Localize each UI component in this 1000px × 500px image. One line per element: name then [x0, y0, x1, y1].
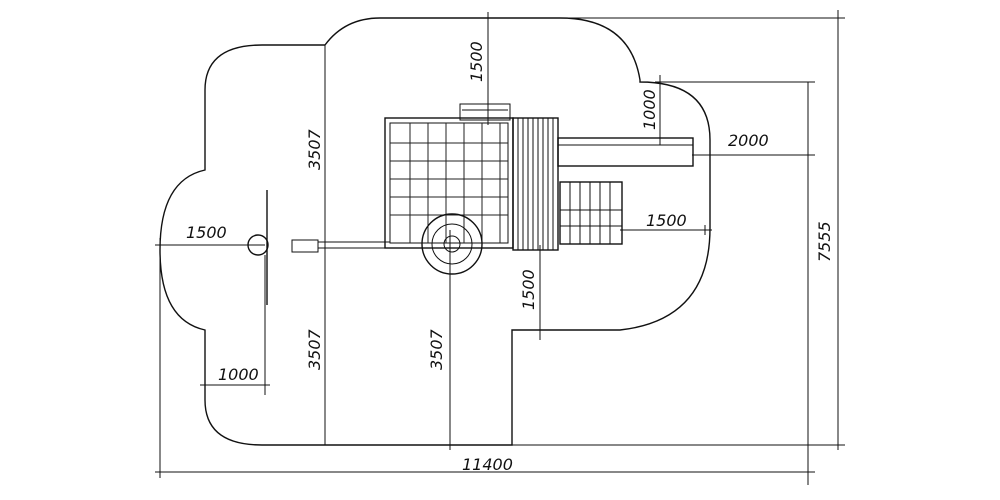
dim-left-1500: 1500	[186, 223, 227, 242]
dim-left-3507-bottom: 3507	[305, 328, 324, 370]
dimension-lines	[155, 10, 845, 485]
dim-1000: 1000	[640, 89, 659, 130]
dim-mid-1500: 1500	[519, 269, 538, 310]
safety-zone-outline	[159, 17, 711, 446]
dim-7555: 7555	[815, 221, 834, 262]
dim-mid-3507: 3507	[427, 328, 446, 370]
spring-rocker	[247, 190, 319, 305]
dim-right-1500: 1500	[646, 211, 687, 230]
dim-2000: 2000	[728, 131, 769, 150]
dim-top-1500: 1500	[467, 41, 486, 82]
dim-bottom-11400: 11400	[462, 455, 513, 474]
dim-left-3507-top: 3507	[305, 128, 324, 170]
dim-bottom-1000: 1000	[218, 365, 259, 384]
play-tower	[318, 103, 694, 275]
